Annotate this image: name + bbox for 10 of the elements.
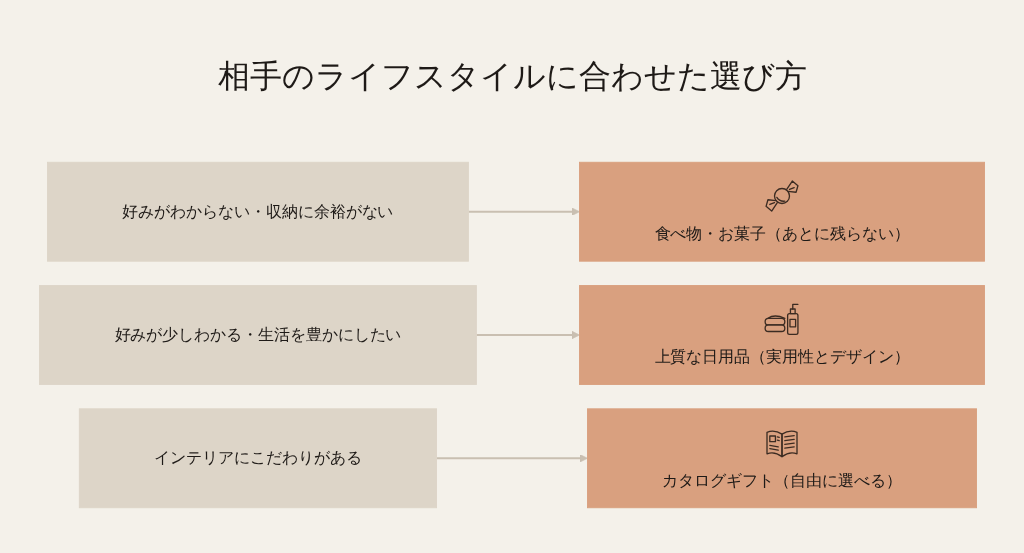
node-box: 食べ物・お菓子（あとに残らない） <box>579 161 985 262</box>
arrow <box>467 207 580 216</box>
node-box: 好みが少しわかる・生活を豊かにしたい <box>39 285 477 385</box>
arrow <box>475 330 580 340</box>
node-box: カタログギフト（自由に選べる） <box>587 408 977 509</box>
node-box: インテリアにこだわりがある <box>78 408 437 509</box>
node-box: 好みがわからない・収納に余裕がない <box>47 161 469 262</box>
arrow <box>435 454 588 463</box>
diagram-title: 相手のライフスタイルに合わせた選び方 <box>217 56 807 97</box>
node-box: 上質な日用品（実用性とデザイン） <box>579 285 985 385</box>
